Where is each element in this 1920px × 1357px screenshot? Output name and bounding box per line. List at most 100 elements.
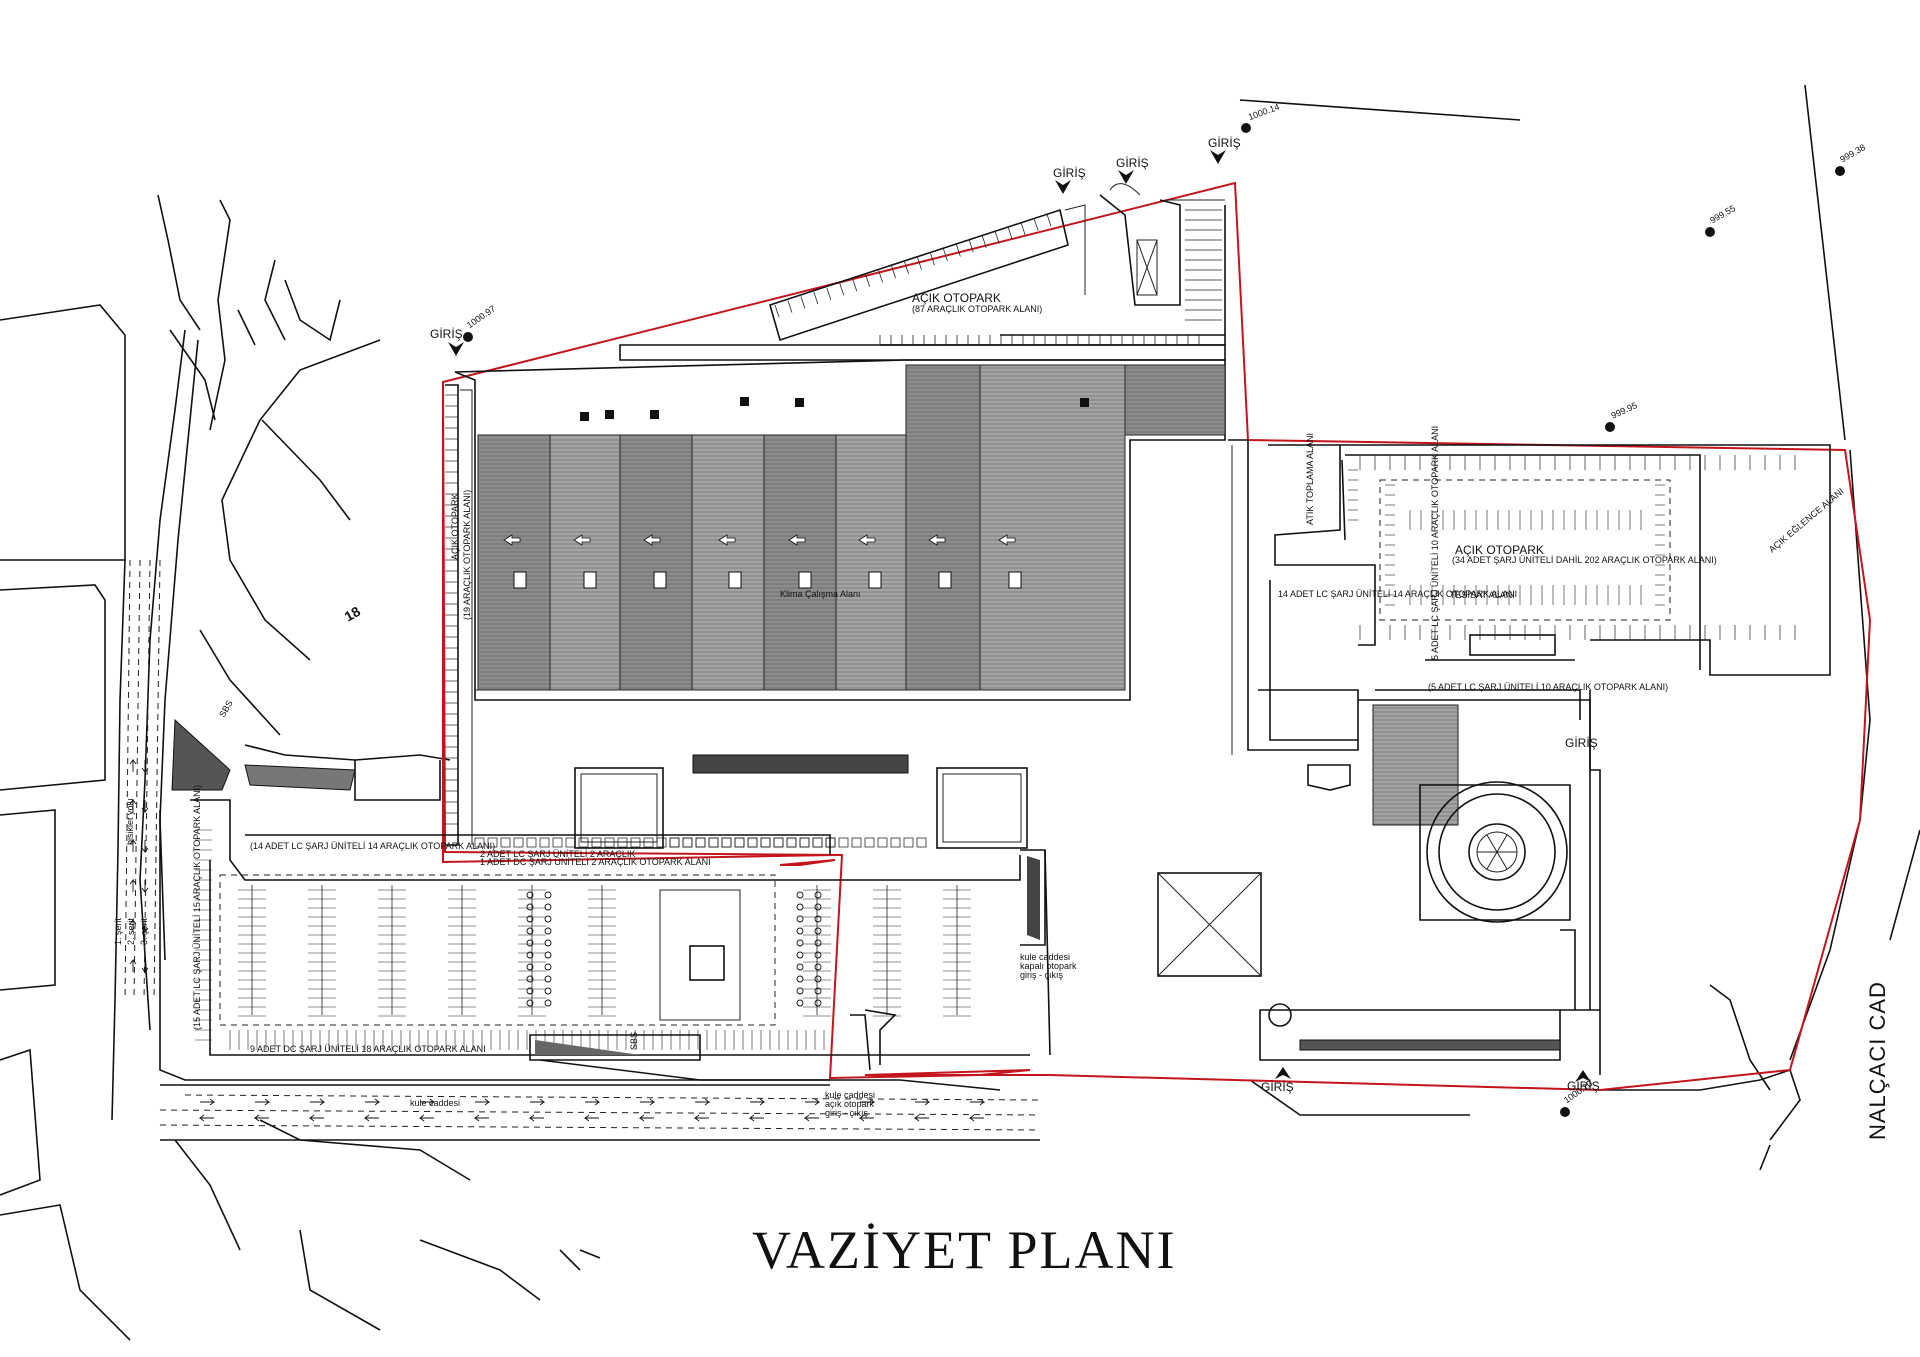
north-stall-line — [774, 304, 780, 318]
lane-arrow — [750, 1098, 766, 1106]
roof-bay-1 — [477, 434, 551, 691]
lane-arrow — [129, 798, 137, 812]
accessible-icon — [814, 927, 822, 935]
north-stall-line — [994, 231, 1000, 244]
roof-arrow — [573, 534, 591, 546]
north-stall-line — [813, 291, 819, 305]
lane-2: 2. şerit — [126, 917, 136, 945]
charging-stall — [721, 837, 732, 848]
lane-arrow — [585, 1098, 601, 1106]
west-parking-strip: AÇIK OTOPARK (19 ARAÇLIK OTOPARK ALANI) — [445, 384, 473, 846]
north-stall-line — [1033, 218, 1039, 231]
entrance-arrow-4 — [1210, 150, 1226, 164]
north-stall-line — [981, 235, 987, 249]
lane-1: 1. şerit — [113, 917, 123, 945]
lane-arrow — [420, 1098, 436, 1106]
accessible-icon — [796, 939, 804, 947]
accessible-icon — [814, 939, 822, 947]
sign-mid: SBS — [629, 1032, 639, 1050]
accessible-icon — [544, 927, 552, 935]
lane-arrow — [129, 838, 137, 852]
east-parking-label: AÇIK OTOPARK — [1455, 543, 1544, 557]
accessible-icon — [544, 903, 552, 911]
north-parking-label: AÇIK OTOPARK — [912, 291, 1001, 305]
charge-dc-2a: 2 ADET LC ŞARJ ÜNİTELİ 2 ARAÇLIK — [480, 849, 635, 859]
accessible-icon — [544, 975, 552, 983]
roof-arrow — [718, 534, 736, 546]
accessible-stalls — [474, 837, 927, 1007]
lane-arrow — [748, 1114, 764, 1122]
charging-stall — [669, 837, 680, 848]
charging-stall — [812, 837, 823, 848]
accessible-icon — [796, 903, 804, 911]
charging-stall — [877, 837, 888, 848]
accessible-icon — [814, 951, 822, 959]
charging-stall — [682, 837, 693, 848]
charging-stall — [890, 837, 901, 848]
lane-arrow — [129, 958, 137, 972]
roof-unit — [728, 571, 742, 589]
west-parking-label: AÇIK OTOPARK — [450, 493, 460, 560]
roof-bay-7 — [905, 364, 981, 691]
roof-block — [580, 412, 589, 421]
lane-arrow — [968, 1114, 984, 1122]
accessible-icon — [814, 891, 822, 899]
waste-label: ATIK TOPLAMA ALANI — [1305, 433, 1315, 525]
accessible-icon — [526, 999, 534, 1007]
charging-stall — [604, 837, 615, 848]
entrance-arrow-6 — [1575, 1070, 1591, 1082]
lane-arrow — [638, 1114, 654, 1122]
accessible-icon — [796, 951, 804, 959]
kule-closed-3: giriş - çıkış — [1020, 970, 1064, 980]
accessible-icon — [526, 927, 534, 935]
accessible-icon — [814, 975, 822, 983]
roof-arrow — [643, 534, 661, 546]
charging-stall — [669, 837, 680, 848]
lane-arrow — [129, 758, 137, 772]
charging-stall — [708, 837, 719, 848]
southwest-parking-lot: (14 ADET LC ŞARJ ÜNİTELİ 14 ARAÇLIK OTOP… — [159, 785, 1077, 1081]
main-building: Klima Çalışma Alanı — [454, 359, 1226, 849]
roof-units — [503, 397, 1089, 589]
charging-stall — [799, 837, 810, 848]
charging-stall — [799, 837, 810, 848]
kule-road-label: kule caddesi — [410, 1098, 460, 1108]
kule-open-2: açık otopark — [825, 1099, 875, 1109]
roof-arrow — [858, 534, 876, 546]
accessible-icon — [544, 891, 552, 899]
charging-stall — [734, 837, 745, 848]
east-roof — [1372, 704, 1459, 826]
accessible-icon — [814, 903, 822, 911]
road-arrows — [129, 758, 986, 1122]
charge-lc-14-east: 14 ADET LC ŞARJ ÜNİTELİ 14 ARAÇLIK OTOPA… — [1278, 589, 1517, 599]
charging-stall — [747, 837, 758, 848]
ac-area-label: Klima Çalışma Alanı — [780, 589, 861, 599]
lane-arrow — [970, 1098, 986, 1106]
charging-stall — [578, 837, 589, 848]
accessible-icon — [796, 891, 804, 899]
roof-bay-5 — [763, 434, 837, 691]
accessible-icon — [526, 951, 534, 959]
west-parking-capacity: (19 ARAÇLIK OTOPARK ALANI) — [462, 490, 472, 620]
lane-arrow — [858, 1114, 874, 1122]
charging-stall — [851, 837, 862, 848]
context-linework — [0, 194, 1001, 1341]
kule-street: kule caddesi kule caddesi açık otopark g… — [129, 758, 1041, 1141]
roof-arrow — [503, 534, 521, 546]
lane-arrow — [200, 1098, 216, 1106]
east-roof-stripes — [1373, 707, 1458, 825]
roof-unit — [583, 571, 597, 589]
accessible-icon — [814, 915, 822, 923]
kule-closed-2: kapalı otopark — [1020, 961, 1077, 971]
roof-block — [1080, 398, 1089, 407]
entrance-label-7: GİRİŞ — [1261, 1080, 1294, 1094]
roof-unit — [868, 571, 882, 589]
charging-stall — [591, 837, 602, 848]
entrance-arrow-7 — [1275, 1067, 1291, 1079]
lane-3: 3. şerit — [139, 917, 149, 945]
entrance-arrow-3 — [1118, 170, 1134, 184]
charging-stall — [747, 837, 758, 848]
lane-arrow — [253, 1114, 269, 1122]
accessible-icon — [526, 939, 534, 947]
